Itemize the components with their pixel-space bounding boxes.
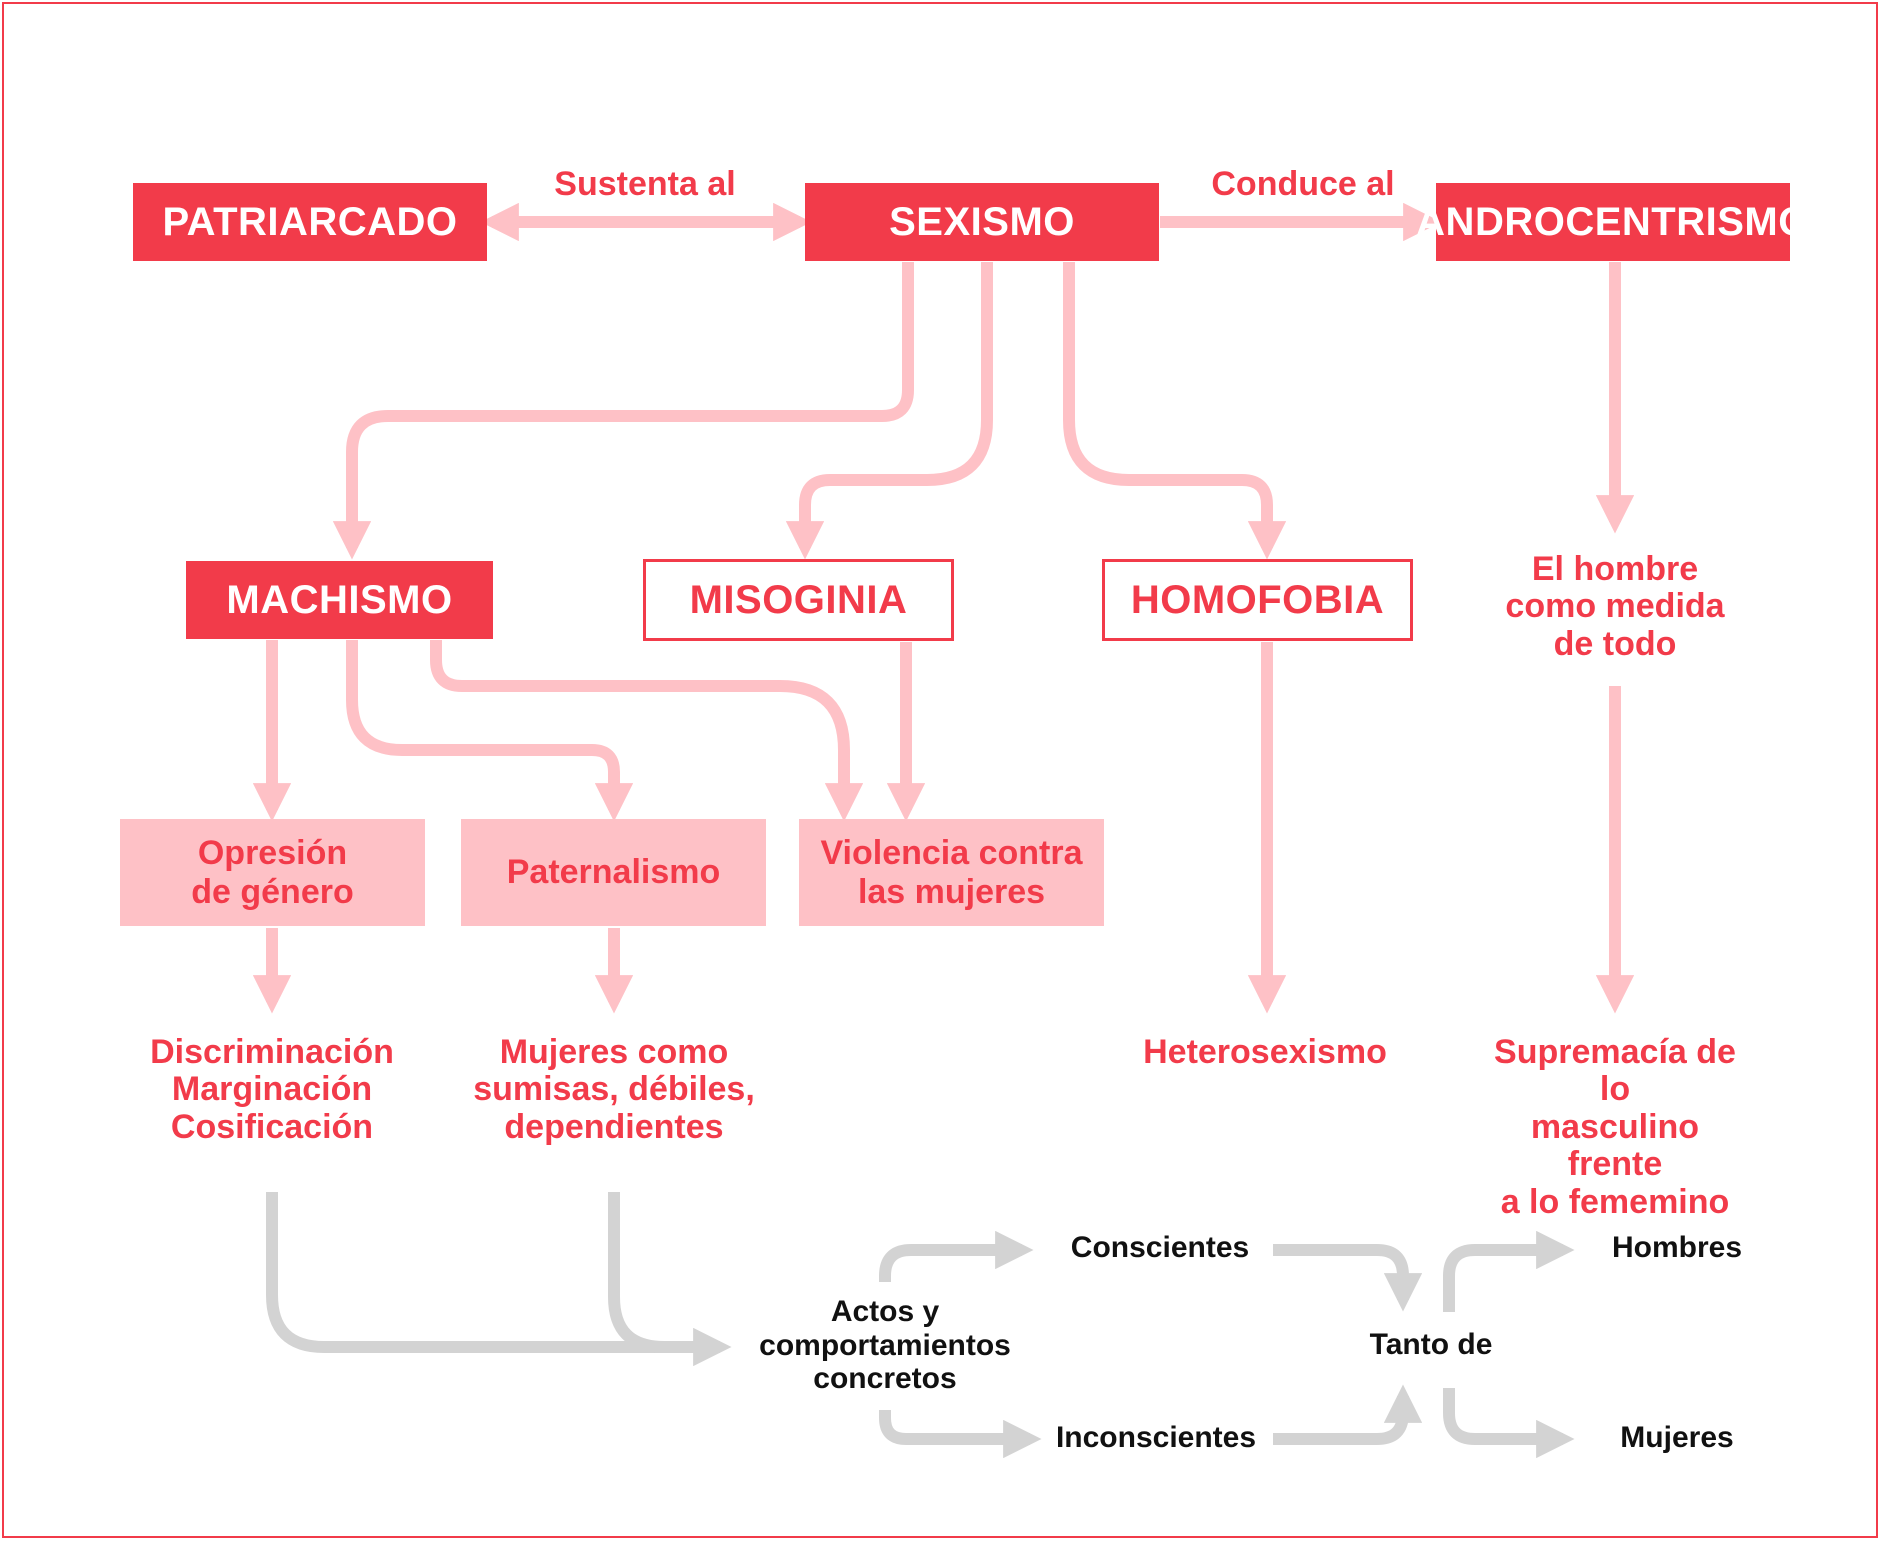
label-mujeres-sumisas: Mujeres como sumisas, débiles, dependien… bbox=[473, 1033, 755, 1146]
node-misoginia: MISOGINIA bbox=[643, 559, 954, 641]
label-mujeres: Mujeres bbox=[1620, 1421, 1734, 1454]
link-actos-inconscientes bbox=[879, 1410, 1042, 1459]
label-hombres: Hombres bbox=[1611, 1231, 1743, 1264]
label-actos: Actos y comportamientos concretos bbox=[759, 1295, 1011, 1396]
node-machismo: MACHISMO bbox=[186, 561, 493, 639]
label-discriminacion: Discriminación Marginación Cosificación bbox=[150, 1033, 394, 1146]
label-sustenta: Sustenta al bbox=[554, 165, 736, 203]
node-opresion: Opresión de género bbox=[120, 819, 425, 926]
link-machismo-paternalismo bbox=[346, 640, 634, 822]
node-patriarcado: PATRIARCADO bbox=[133, 183, 487, 261]
node-androcentrismo: ANDROCENTRISMO bbox=[1416, 183, 1809, 261]
label-conscientes: Conscientes bbox=[1070, 1231, 1250, 1264]
link-discriminacion-actos bbox=[266, 1192, 732, 1367]
node-paternalismo: Paternalismo bbox=[461, 819, 766, 926]
label-hombre-medida: El hombre como medida de todo bbox=[1505, 550, 1725, 663]
link-inconscientes-tanto bbox=[1273, 1384, 1423, 1445]
link-actos-conscientes bbox=[879, 1230, 1034, 1282]
link-conscientes-tanto bbox=[1273, 1244, 1423, 1312]
node-violencia: Violencia contra las mujeres bbox=[799, 819, 1104, 926]
label-supremacia: Supremacía de lo masculino frente a lo f… bbox=[1494, 1033, 1736, 1221]
label-tanto-de: Tanto de bbox=[1369, 1328, 1493, 1361]
node-sexismo: SEXISMO bbox=[805, 183, 1159, 261]
link-tanto-mujeres bbox=[1443, 1388, 1575, 1459]
label-inconscientes: Inconscientes bbox=[1055, 1421, 1257, 1454]
node-homofobia: HOMOFOBIA bbox=[1102, 559, 1413, 641]
link-sexismo-homofobia bbox=[1063, 262, 1287, 560]
link-mujeres-actos bbox=[608, 1192, 665, 1353]
link-sexismo-machismo bbox=[332, 262, 914, 560]
label-heterosexismo: Heterosexismo bbox=[1143, 1033, 1387, 1071]
link-sexismo-misoginia bbox=[785, 262, 993, 560]
link-tanto-hombres bbox=[1443, 1230, 1575, 1312]
link-machismo-violencia bbox=[430, 640, 864, 822]
label-conduce: Conduce al bbox=[1211, 165, 1395, 203]
